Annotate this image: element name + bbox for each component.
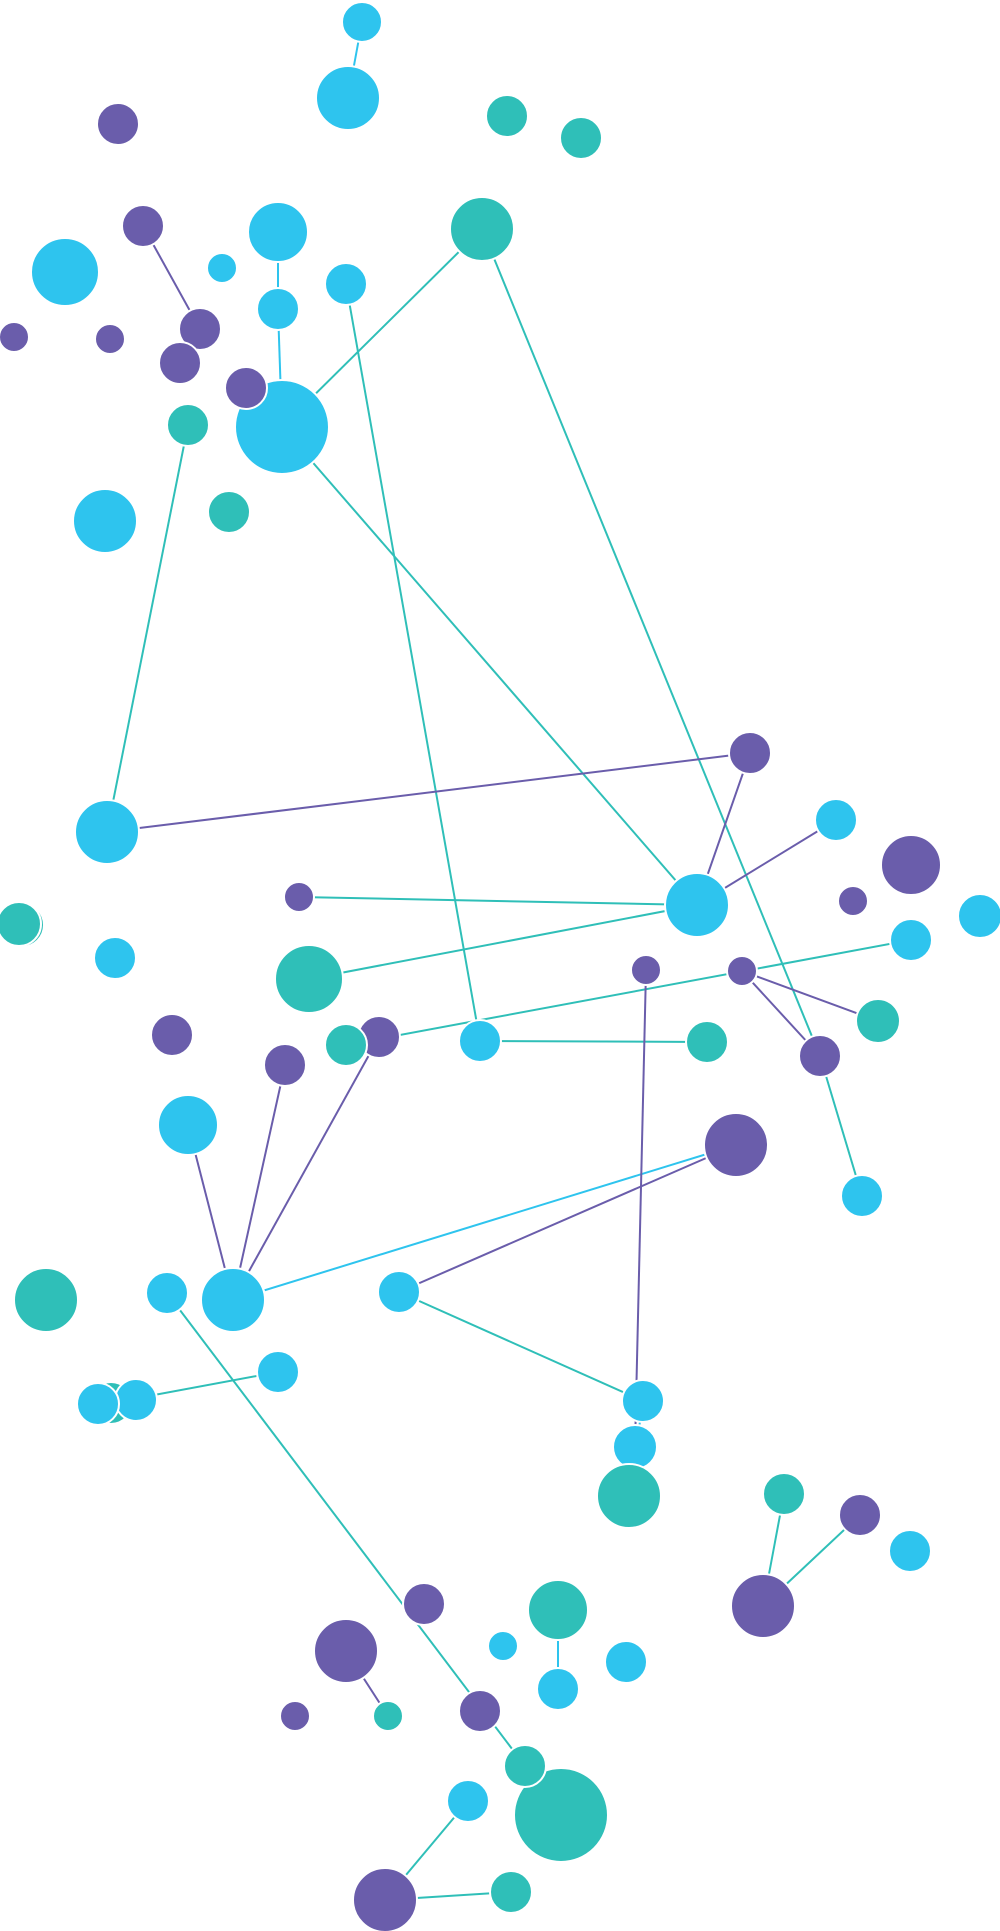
edge-n46-n49 — [634, 969, 647, 1448]
node-n73-blue — [536, 1667, 580, 1711]
node-n6-purple — [121, 204, 165, 248]
node-n16-purple — [94, 323, 126, 355]
node-n60-purple — [730, 1573, 796, 1639]
node-n67-purple — [313, 1618, 379, 1684]
node-n34-blue — [840, 1174, 884, 1218]
node-n49-blue — [612, 1424, 658, 1470]
node-n68-purple — [402, 1582, 446, 1626]
edge-n14-n25 — [281, 426, 698, 906]
node-n20-blue — [74, 799, 140, 865]
node-n12-purple — [178, 307, 222, 351]
node-n24-purple — [728, 731, 772, 775]
edge-n41-n42 — [345, 939, 912, 1046]
node-n17-purple — [224, 366, 268, 410]
node-n5-teal — [559, 116, 603, 160]
node-n70-teal — [372, 1700, 404, 1732]
node-n26-blue — [814, 798, 858, 842]
node-n37-purple — [263, 1043, 307, 1087]
node-n28-blue — [458, 1019, 502, 1063]
node-n33-purple — [798, 1034, 842, 1078]
node-n72-teal — [527, 1579, 589, 1641]
node-n25-blue — [664, 872, 730, 938]
node-n53-blue — [621, 1379, 665, 1423]
node-n9-blue — [30, 237, 100, 307]
edge-n44-n45 — [232, 1144, 737, 1301]
node-n35-purple — [837, 885, 869, 917]
node-n56-purple — [703, 1112, 769, 1178]
edge-n55-n56 — [398, 1144, 737, 1293]
node-n15-purple — [0, 321, 30, 353]
node-n22-blue — [72, 488, 138, 554]
edge-n78-n79 — [166, 1292, 526, 1767]
node-n80-blue — [446, 1779, 490, 1823]
node-n63-blue — [76, 1382, 120, 1426]
edge-n23-n25 — [298, 896, 698, 906]
edge-n11-n28 — [345, 283, 481, 1042]
node-n3-purple — [96, 102, 140, 146]
node-n19-teal — [166, 403, 210, 447]
node-n39-blue — [157, 1094, 219, 1156]
node-n1-blue — [341, 1, 383, 43]
node-n51-teal — [13, 1267, 79, 1333]
node-n38-purple — [150, 1013, 194, 1057]
node-n61-purple — [838, 1493, 882, 1537]
node-n30-teal — [855, 998, 901, 1044]
node-n62-blue — [114, 1378, 158, 1422]
node-n71-purple — [458, 1689, 502, 1733]
node-n8-teal — [449, 196, 515, 262]
node-n46-purple — [630, 954, 662, 986]
node-n83-blue — [957, 893, 1000, 939]
edge-n19-n20 — [106, 424, 189, 833]
node-n13-purple — [158, 341, 202, 385]
node-n79-teal — [503, 1744, 547, 1788]
node-n7-blue — [247, 201, 309, 263]
node-n74-teal — [513, 1767, 609, 1863]
node-n75-blue — [604, 1640, 648, 1684]
node-n32-purple — [880, 834, 942, 896]
node-n55-blue — [377, 1270, 421, 1314]
node-n4-teal — [485, 94, 529, 138]
node-n57-teal — [0, 901, 42, 947]
edge-n33-n34 — [819, 1055, 863, 1197]
node-n48-blue — [93, 936, 137, 980]
node-n43-teal — [685, 1020, 729, 1064]
node-n45-blue — [200, 1267, 266, 1333]
node-n29-purple — [726, 955, 758, 987]
node-n41-teal — [324, 1023, 368, 1067]
edge-n53-n54 — [398, 1291, 644, 1402]
edge-n36-n45 — [232, 1036, 380, 1301]
node-n64-blue — [888, 1529, 932, 1573]
node-n2-blue — [315, 65, 381, 131]
node-n78-blue — [145, 1271, 189, 1315]
node-n52-teal — [596, 1463, 662, 1529]
node-n21-teal — [207, 490, 251, 534]
edge-n25-n27 — [308, 904, 698, 980]
node-n11-blue — [324, 262, 368, 306]
node-n82-teal — [489, 1870, 533, 1914]
edge-n29-n30 — [741, 970, 879, 1022]
edge-n8-n33 — [481, 228, 821, 1057]
edge-n20-n24 — [106, 752, 751, 833]
node-n59-teal — [762, 1472, 806, 1516]
node-n50-blue — [256, 1350, 300, 1394]
node-n81-purple — [352, 1867, 418, 1931]
node-n18-blue — [206, 252, 238, 284]
node-n42-blue — [889, 918, 933, 962]
edge-n37-n40 — [232, 1064, 286, 1301]
node-n69-purple — [279, 1700, 311, 1732]
node-n27-teal — [274, 944, 344, 1014]
node-n77-blue — [487, 1630, 519, 1662]
edge-n28-n43 — [479, 1040, 708, 1043]
node-n23-purple — [283, 881, 315, 913]
node-n10-blue — [256, 287, 300, 331]
